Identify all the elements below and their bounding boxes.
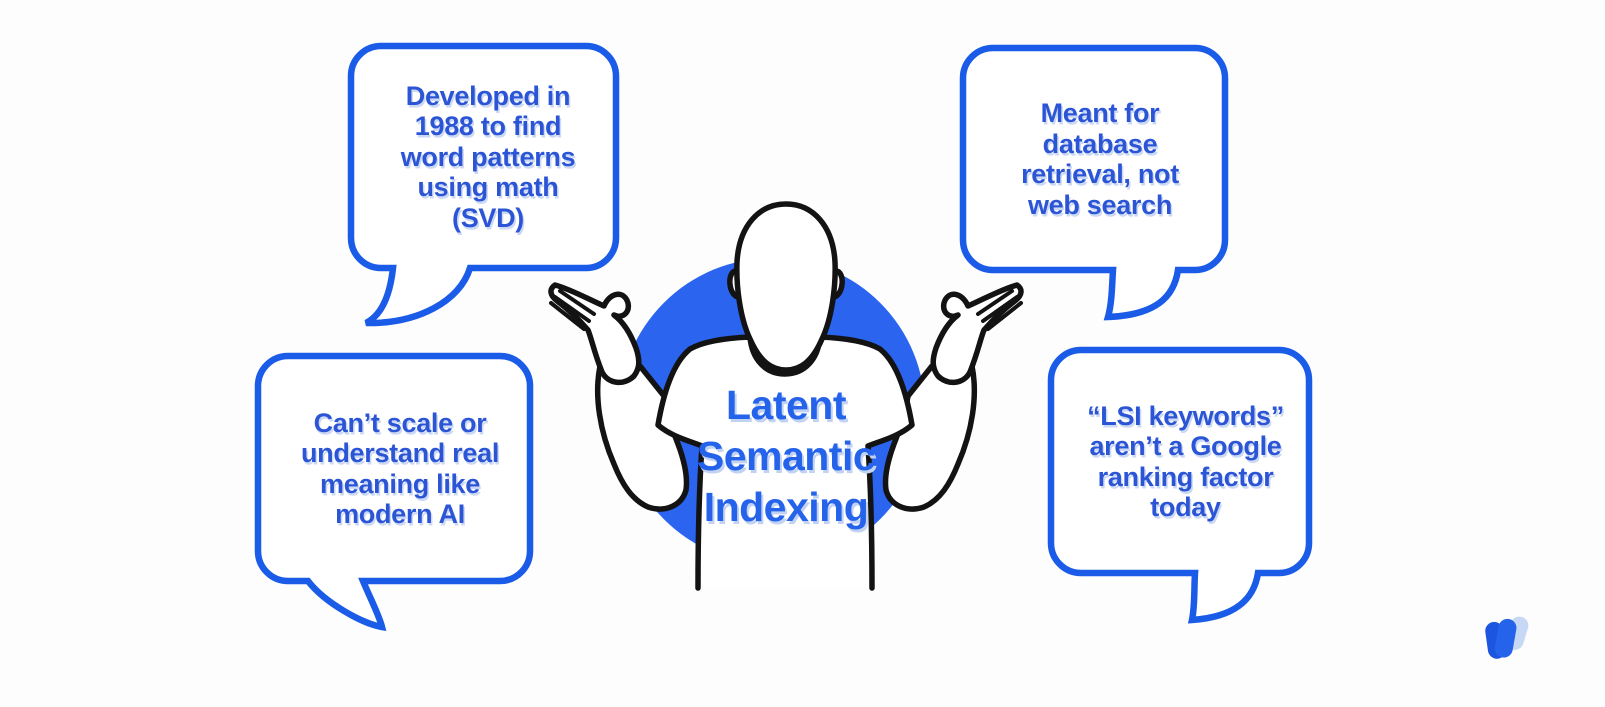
bubble-line: meaning like xyxy=(320,468,480,499)
bubble-line: word patterns xyxy=(400,141,576,172)
shirt-caption: Latent Semantic Indexing xyxy=(656,380,916,533)
bubble-line: using math xyxy=(417,172,559,203)
w-logo-icon xyxy=(1485,616,1529,659)
speech-bubble-shape xyxy=(347,42,620,327)
bubble-line: 1988 to find xyxy=(414,111,562,142)
bubble-text: Can’t scale or understand real meaning l… xyxy=(271,356,529,581)
head xyxy=(727,201,845,373)
bubble-line: understand real xyxy=(300,438,500,468)
speech-bubble-bottom-left: Can’t scale or understand real meaning l… xyxy=(254,352,545,643)
bubble-text: “LSI keywords” aren’t a Google ranking f… xyxy=(1064,350,1307,573)
bubble-line: web search xyxy=(1027,189,1173,220)
bubble-line: retrieval, not xyxy=(1021,159,1179,189)
bubble-line: Developed in xyxy=(405,80,571,111)
bubble-text: Developed in 1988 to find word patterns … xyxy=(364,46,612,268)
speech-bubble-shape xyxy=(1047,346,1313,624)
bubble-line: Can’t scale or xyxy=(313,407,487,438)
shirt-caption-line: Indexing xyxy=(703,484,869,530)
speech-bubble-shape xyxy=(959,44,1229,321)
shirt-caption-line: Latent xyxy=(726,382,847,428)
speech-bubble-top-left: Developed in 1988 to find word patterns … xyxy=(347,42,628,343)
bubble-line: Meant for xyxy=(1040,98,1160,128)
speech-bubble-shape xyxy=(254,352,534,631)
bubble-text: Meant for database retrieval, not web se… xyxy=(976,48,1224,270)
bubble-line: aren’t a Google xyxy=(1089,431,1282,461)
bubble-line: (SVD) xyxy=(452,202,524,233)
bubble-line: today xyxy=(1150,492,1221,522)
speech-bubble-top-right: Meant for database retrieval, not web se… xyxy=(959,44,1240,330)
bubble-line: ranking factor xyxy=(1097,461,1274,492)
shirt-caption-line: Semantic xyxy=(696,433,876,479)
bubble-line: modern AI xyxy=(335,499,465,529)
speech-bubble-bottom-right: “LSI keywords” aren’t a Google ranking f… xyxy=(1047,346,1323,632)
t-shirt xyxy=(655,334,915,591)
bubble-line: database xyxy=(1042,128,1158,159)
bubble-line: “LSI keywords” xyxy=(1087,400,1284,431)
